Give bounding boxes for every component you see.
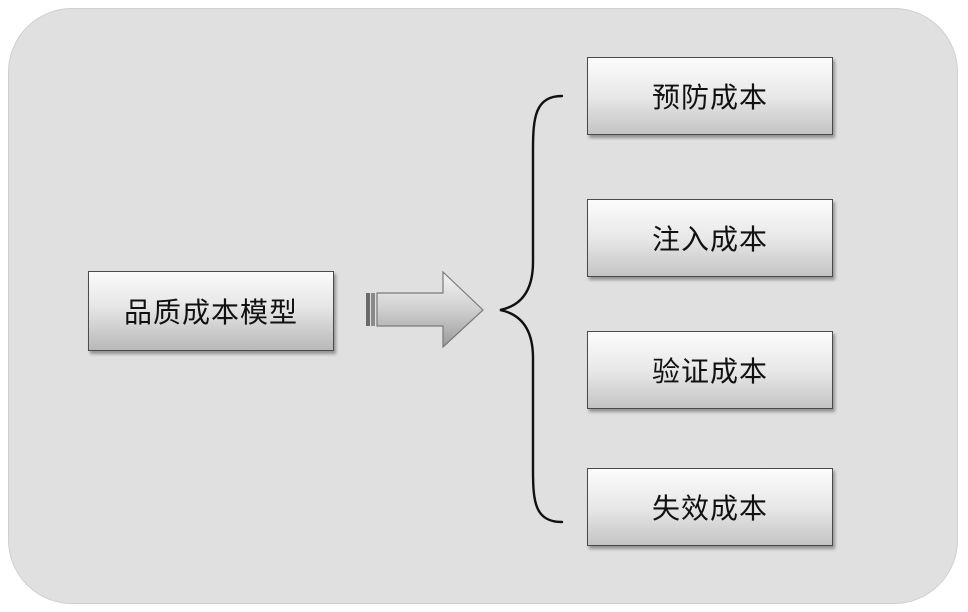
curly-brace [499,94,564,524]
branch-node-prevention-cost: 预防成本 [587,57,833,135]
branch-node-label: 失效成本 [651,492,768,525]
branch-node-injection-cost: 注入成本 [587,199,833,277]
branch-node-failure-cost: 失效成本 [587,468,833,546]
branch-node-label: 预防成本 [651,81,768,114]
branch-node-verification-cost: 验证成本 [587,331,833,409]
branch-node-label: 验证成本 [651,355,768,388]
root-node-label: 品质成本模型 [123,296,298,329]
root-node-quality-cost-model: 品质成本模型 [88,271,334,351]
arrow-right-icon [366,270,484,349]
branch-node-label: 注入成本 [651,223,768,256]
